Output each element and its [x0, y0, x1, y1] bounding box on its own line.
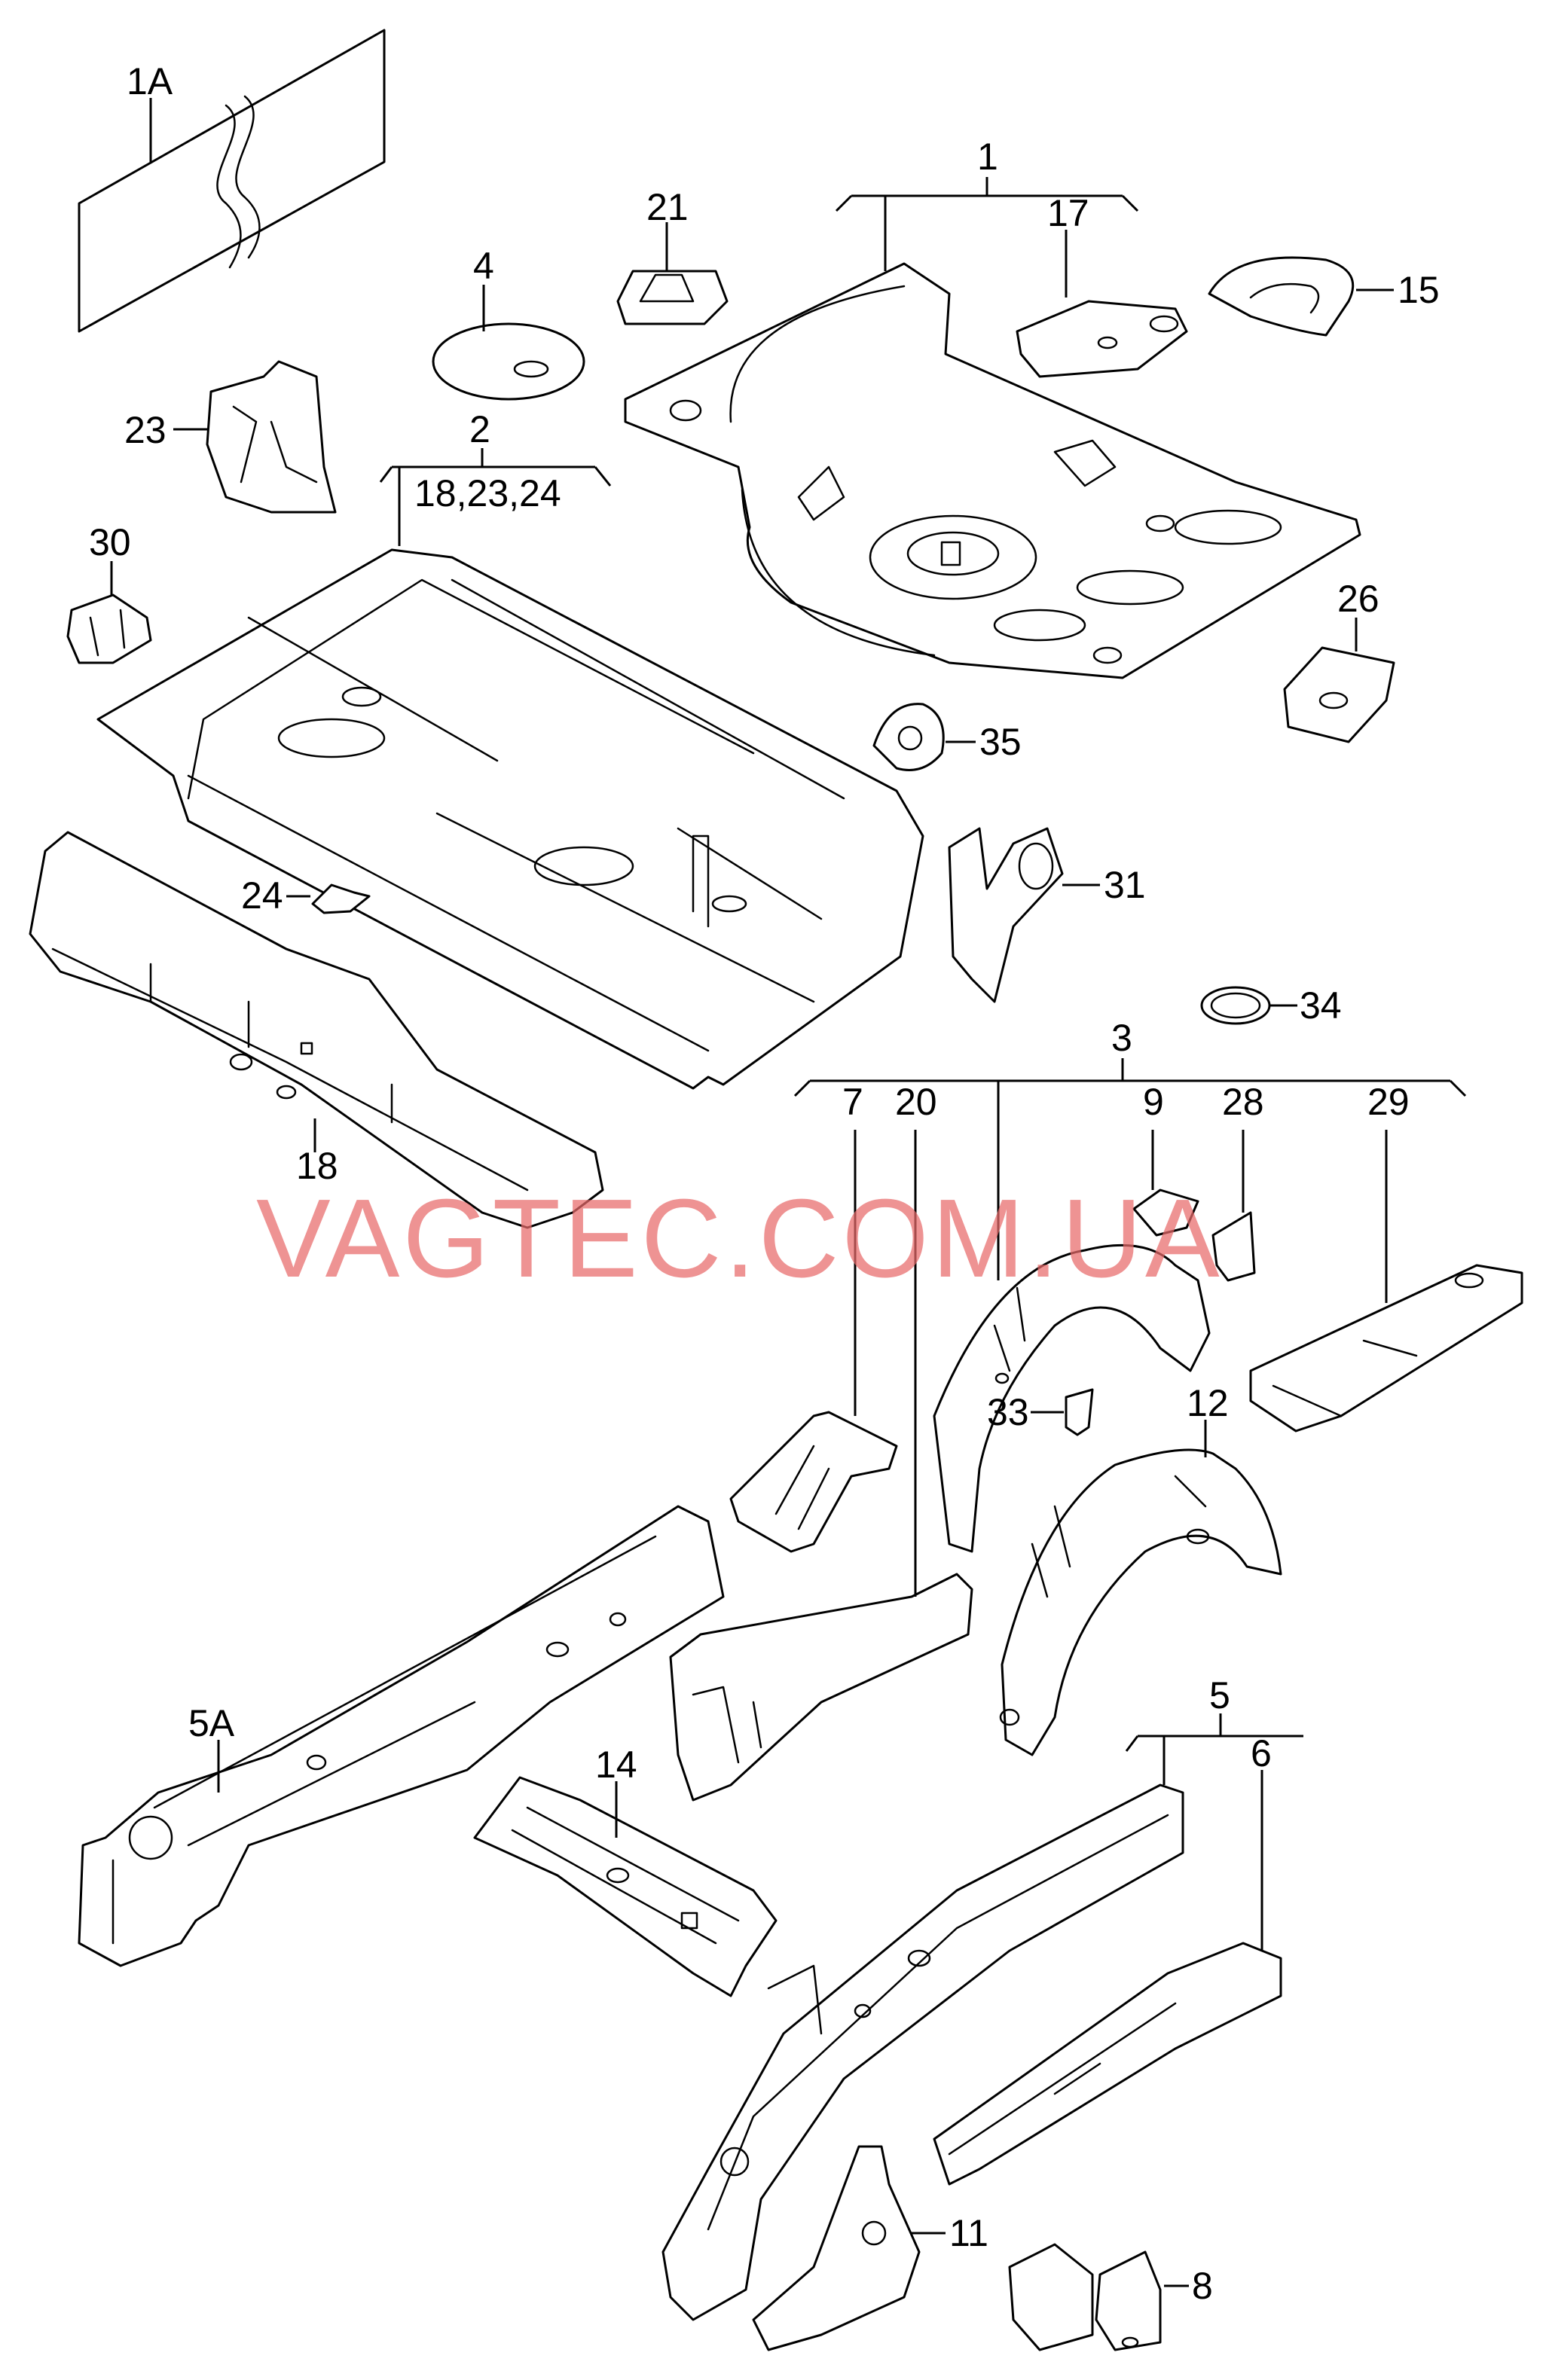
part-7-bracket [729, 1411, 898, 1553]
part-5-side-member [661, 1783, 1184, 2321]
callout-21: 21 [646, 186, 689, 228]
callout-17: 17 [1047, 192, 1089, 234]
callout-9: 9 [1143, 1081, 1164, 1123]
callout-12: 12 [1187, 1382, 1229, 1424]
part-8-brackets [1008, 2243, 1162, 2351]
callout-31: 31 [1104, 864, 1146, 906]
part-20-side-member [669, 1573, 973, 1802]
part-18-tunnel [29, 831, 604, 1229]
part-23-bracket [206, 360, 337, 514]
part-33-clip [1065, 1388, 1094, 1436]
callout-26: 26 [1337, 578, 1379, 620]
part-2-main-floor [96, 548, 924, 1090]
part-1a-insulation [78, 29, 386, 333]
callout-1: 1 [977, 136, 998, 178]
part-21-bracket [616, 270, 729, 325]
callout-33: 33 [987, 1391, 1029, 1433]
callout-23: 23 [124, 409, 167, 451]
callout-1a: 1A [127, 60, 173, 102]
part-28-bracket [1211, 1211, 1256, 1282]
part-1-rear-floor [624, 262, 1361, 679]
callout-5: 5 [1209, 1674, 1230, 1716]
part-30-bracket [66, 593, 152, 664]
part-11-bracket [752, 2145, 921, 2351]
callout-7: 7 [842, 1081, 863, 1123]
part-35-mount [872, 703, 945, 771]
callout-6: 6 [1251, 1732, 1272, 1774]
part-3-wheelhouse-inner [933, 1243, 1211, 1553]
callout-4: 4 [473, 245, 494, 287]
part-34-ring [1200, 986, 1271, 1025]
callout-34: 34 [1300, 984, 1342, 1027]
callout-15: 15 [1398, 269, 1440, 311]
part-6-sill-extension [933, 1942, 1282, 2186]
part-9-clip [1132, 1188, 1199, 1237]
part-17-reinforcement [1016, 300, 1188, 378]
callout-8: 8 [1192, 2265, 1213, 2307]
part-14-crossmember [473, 1776, 778, 1997]
part-15-cap [1208, 256, 1355, 337]
callout-28: 28 [1222, 1081, 1264, 1123]
callout-2-sub: 18,23,24 [414, 472, 561, 514]
part-4-plug [432, 322, 585, 401]
callout-2: 2 [469, 408, 490, 450]
callout-20: 20 [895, 1081, 937, 1123]
part-12-wheelhouse-outer [999, 1448, 1282, 1756]
callout-18: 18 [296, 1145, 338, 1187]
callout-3: 3 [1111, 1017, 1132, 1059]
part-29-crossmember [1249, 1264, 1523, 1433]
callout-30: 30 [89, 521, 131, 563]
watermark: VAGTEC.COM.UA [256, 1176, 1223, 1301]
callout-24: 24 [241, 874, 283, 917]
part-26-bracket [1283, 646, 1395, 743]
part-24-clip [311, 883, 371, 914]
callout-14: 14 [595, 1744, 637, 1786]
callout-11: 11 [949, 2212, 988, 2254]
part-31-bracket [948, 827, 1064, 1003]
callout-5a: 5A [188, 1702, 235, 1744]
callout-35: 35 [979, 721, 1022, 763]
part-5a-side-member [78, 1505, 725, 1967]
callout-29: 29 [1367, 1081, 1410, 1123]
